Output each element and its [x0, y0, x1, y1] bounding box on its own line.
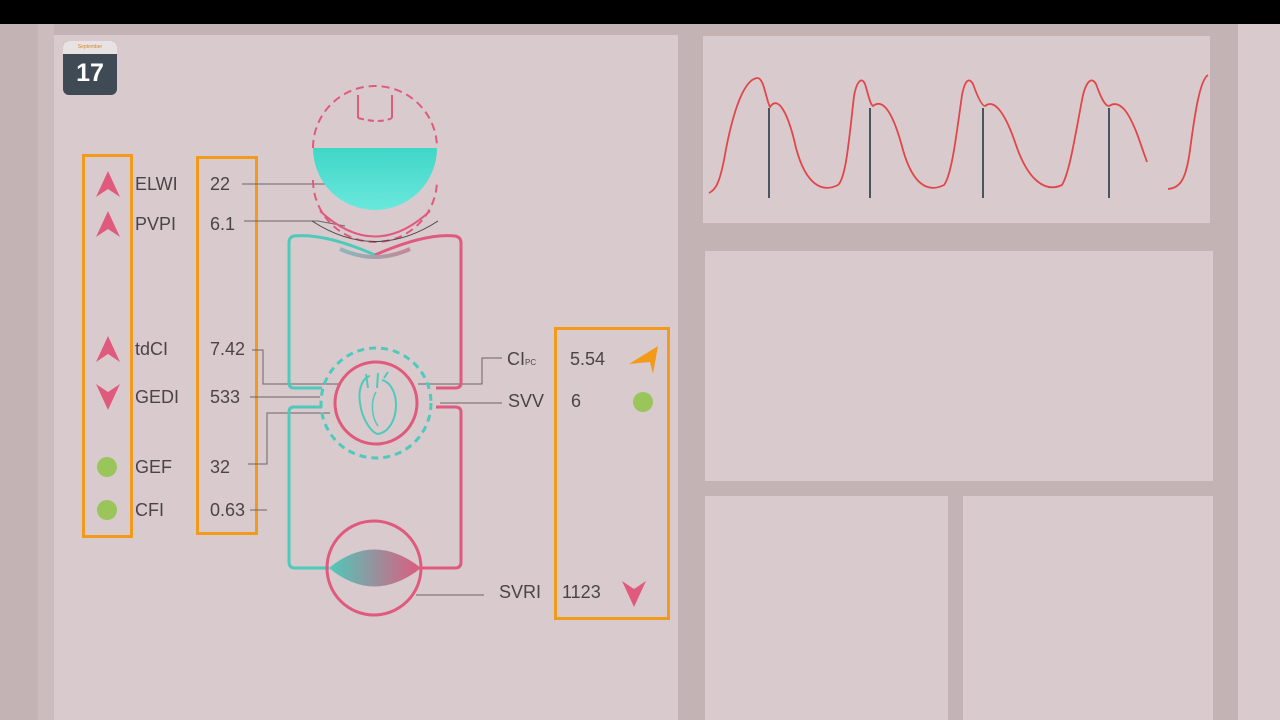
- param-value-cfi: 0.63: [210, 500, 246, 520]
- param-label-elwi: ELWI: [135, 174, 178, 194]
- transpulmonary-volume-icon: [325, 519, 423, 617]
- calendar-day: 17: [76, 59, 104, 87]
- param-value-svv: 6: [571, 391, 582, 411]
- svv-green-dot-icon: [633, 392, 653, 412]
- connector-lines: [242, 183, 502, 596]
- value-column-box: [196, 156, 258, 535]
- cfi-green-dot-icon: [97, 500, 117, 520]
- param-value-tdci: 7.42: [210, 339, 246, 359]
- pvpi-up-arrow-icon: [96, 211, 120, 237]
- param-value-pvpi: 6.1: [210, 214, 236, 234]
- param-value-elwi: 22: [210, 174, 231, 194]
- lung-flask-icon: [311, 85, 439, 243]
- param-label-gef: GEF: [135, 457, 173, 477]
- param-value-svri: 1123: [562, 582, 601, 602]
- circulation-loop: [287, 234, 463, 570]
- elwi-up-arrow-icon: [96, 171, 120, 197]
- tdci-up-arrow-icon: [96, 336, 120, 362]
- param-label-svri: SVRI: [499, 582, 542, 602]
- calendar-icon: September 17: [63, 41, 117, 95]
- param-label-gedi: GEDI: [135, 387, 180, 407]
- param-label-pvpi: PVPI: [135, 214, 177, 234]
- param-label-ci: CI: [507, 349, 525, 369]
- param-value-gedi: 533: [210, 387, 241, 407]
- calendar-month: September: [63, 41, 117, 54]
- ci-orange-arrow-icon: [629, 346, 658, 374]
- left-edge-strip: [38, 24, 54, 720]
- heart-icon: [319, 346, 433, 460]
- indicator-column-box: [82, 154, 133, 538]
- arterial-waveform-chart: [708, 74, 1209, 198]
- param-value-gef: 32: [210, 457, 231, 477]
- empty-panel-bottom-right: [963, 496, 1213, 720]
- top-black-bar: [0, 0, 1280, 24]
- empty-panel-bottom-left: [705, 496, 948, 720]
- right-edge-strip: [1238, 24, 1280, 720]
- param-label-ci-subscript: PC: [525, 358, 537, 367]
- gedi-down-arrow-icon: [96, 384, 120, 410]
- param-label-tdci: tdCI: [135, 339, 169, 359]
- param-label-cfi: CFI: [135, 500, 164, 520]
- param-value-ci-pc: 5.54: [570, 349, 606, 369]
- param-label-ci-pc: CIPC: [507, 348, 536, 374]
- gef-green-dot-icon: [97, 457, 117, 477]
- svri-down-arrow-icon: [622, 581, 646, 607]
- empty-panel-middle: [705, 251, 1213, 481]
- param-label-svv: SVV: [508, 391, 545, 411]
- right-value-box: [554, 327, 670, 620]
